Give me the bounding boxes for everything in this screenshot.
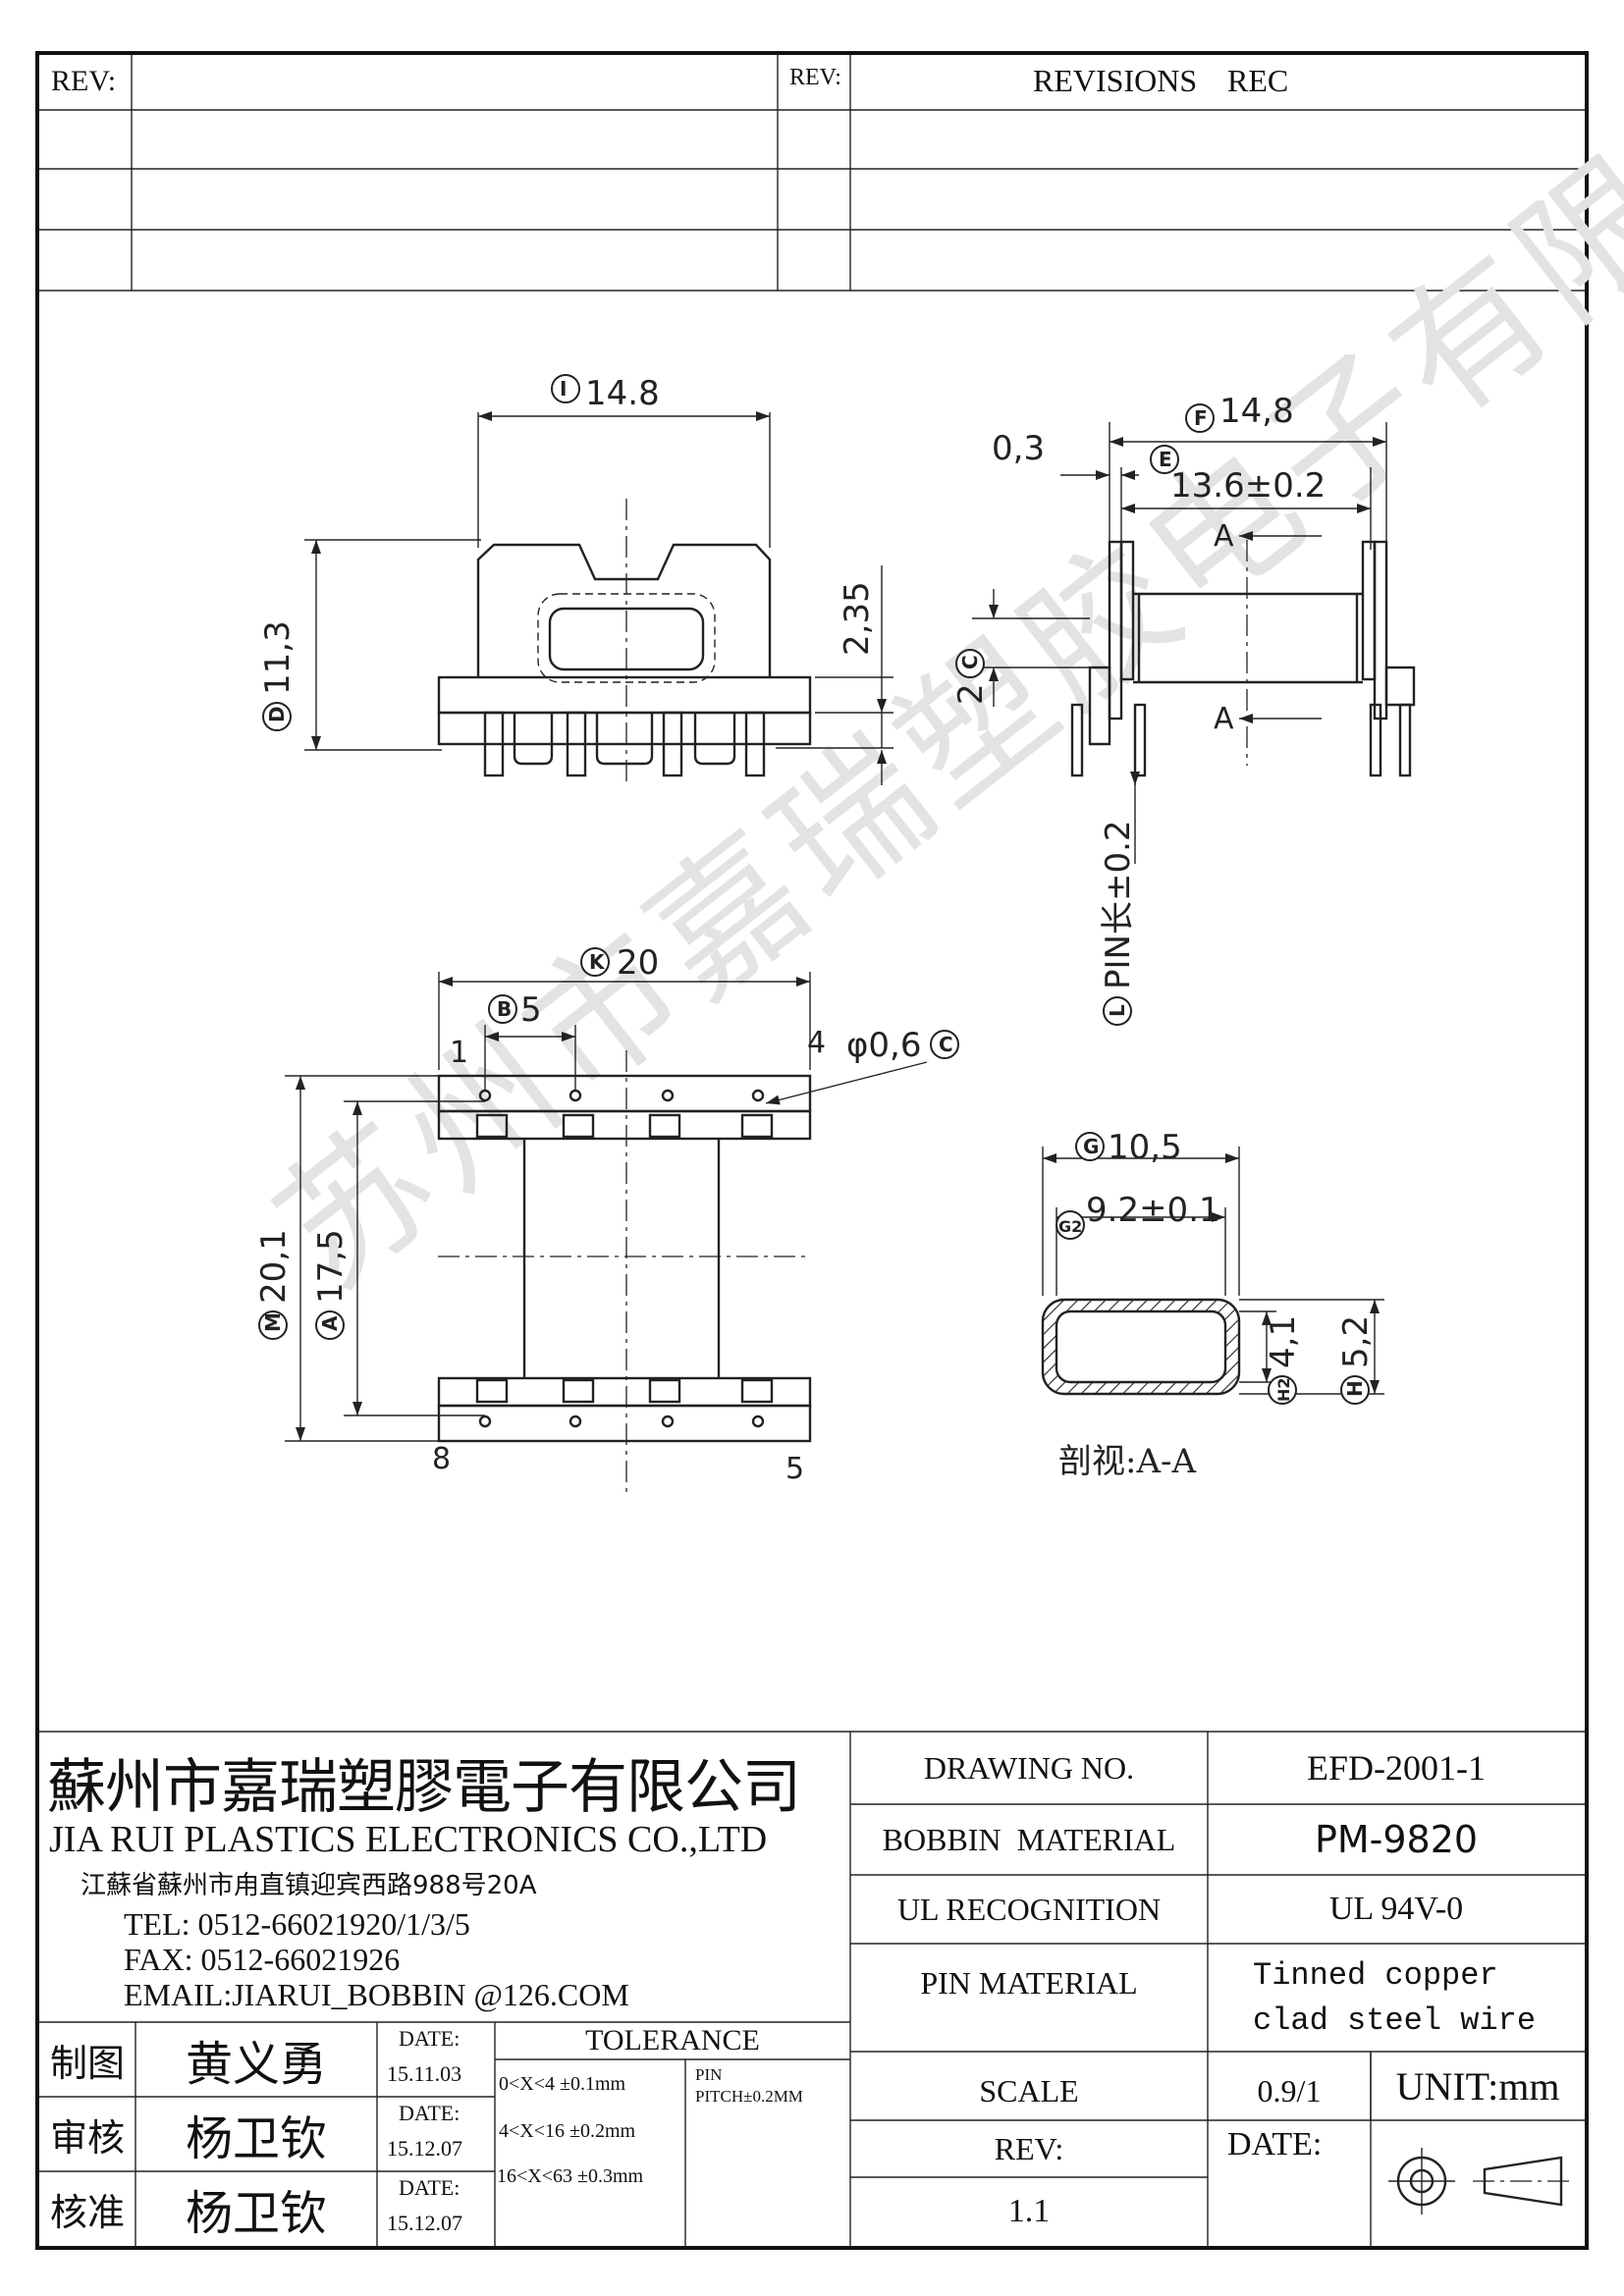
section-caption: 剖视:A-A — [1058, 1442, 1196, 1481]
approved-date-label: DATE: — [399, 2175, 460, 2200]
company-tel: TEL: 0512-66021920/1/3/5 — [124, 1906, 470, 1942]
company-fax: FAX: 0512-66021926 — [124, 1942, 401, 1977]
drawing-no-label: DRAWING NO. — [923, 1749, 1135, 1786]
rec-header: REC — [1227, 63, 1289, 98]
svg-text:F: F — [1194, 406, 1208, 430]
svg-text:H2: H2 — [1274, 1377, 1293, 1402]
svg-text:D: D — [265, 706, 289, 722]
bottom-view: K 20 B 5 1 4 φ0,6 C 8 — [254, 943, 959, 1492]
ul-recognition-label: UL RECOGNITION — [896, 1891, 1162, 1927]
svg-text:B: B — [497, 997, 512, 1021]
section-inner-width: 9.2±0.1 — [1086, 1191, 1220, 1230]
date-label: DATE: — [1227, 2126, 1323, 2163]
side-view: F 14,8 E 13.6±0.2 0,3 A A — [951, 392, 1416, 1026]
side-pin-dim: PIN长±0.2 — [1099, 820, 1138, 989]
pin-label-1: 1 — [450, 1036, 468, 1070]
front-height-dim: 11,3 — [258, 620, 298, 695]
bottom-pitch-dim: 5 — [520, 990, 542, 1030]
svg-text:L: L — [1106, 1004, 1129, 1017]
checked-date: 15.12.07 — [387, 2136, 462, 2161]
company-name-en: JIA RUI PLASTICS ELECTRONICS CO.,LTD — [49, 1819, 768, 1860]
bottom-pin-dia: φ0,6 — [846, 1026, 922, 1065]
section-outer-height: 5,2 — [1336, 1315, 1376, 1368]
svg-text:I: I — [560, 377, 567, 400]
company-name-cn: 蘇州市嘉瑞塑膠電子有限公司 — [47, 1753, 801, 1822]
svg-text:G: G — [1083, 1135, 1099, 1158]
pin-label-4: 4 — [807, 1026, 826, 1060]
pin-material-line-1: Tinned copper — [1253, 1957, 1498, 1994]
tolerance-row-2: 4<X<16 ±0.2mm — [499, 2120, 636, 2142]
svg-text:E: E — [1159, 448, 1172, 471]
checked-date-label: DATE: — [399, 2101, 460, 2125]
svg-text:C: C — [939, 1033, 953, 1056]
ul-recognition: UL 94V-0 — [1328, 1891, 1464, 1927]
projection-symbol-icon — [1388, 2148, 1571, 2215]
scale-value: 0.9/1 — [1257, 2072, 1322, 2109]
pin-material-line-2: clad steel wire — [1253, 2002, 1537, 2039]
tolerance-row-3: 16<X<63 ±0.3mm — [497, 2165, 644, 2187]
pin-label-5: 5 — [785, 1452, 804, 1486]
svg-text:A: A — [318, 1315, 342, 1331]
pin-label-8: 8 — [432, 1442, 451, 1476]
section-mark-top: A — [1214, 519, 1234, 554]
tolerance-header: TOLERANCE — [585, 2024, 760, 2056]
svg-text:G2: G2 — [1058, 1217, 1082, 1236]
company-email: EMAIL:JIARUI_BOBBIN @126.COM — [124, 1977, 629, 2012]
svg-text:H: H — [1343, 1380, 1367, 1397]
drawn-by-name: 黄义勇 — [185, 2037, 327, 2092]
company-address: 江蘇省蘇州市甪直镇迎宾西路988号20A — [81, 1871, 537, 1900]
front-width-dim: 14.8 — [585, 374, 660, 413]
section-mark-bottom: A — [1214, 702, 1234, 736]
section-outer-width: 10,5 — [1108, 1128, 1182, 1167]
side-offset-dim: 0,3 — [992, 429, 1045, 468]
svg-text:K: K — [589, 950, 606, 974]
pin-material-label: PIN MATERIAL — [920, 1964, 1138, 2001]
tolerance-row-1: 0<X<4 ±0.1mm — [499, 2073, 626, 2095]
approved-date: 15.12.07 — [387, 2211, 462, 2235]
technical-drawing: I 14.8 D 11,3 2,35 — [254, 374, 1416, 1492]
checked-by-name: 杨卫钦 — [185, 2111, 327, 2166]
bobbin-material: PM-9820 — [1314, 1818, 1479, 1861]
bottom-height-inner: 17,5 — [311, 1229, 351, 1304]
rev-label: REV: — [994, 2130, 1064, 2166]
drawn-date: 15.11.03 — [387, 2061, 462, 2086]
pin-pitch-label: PIN — [695, 2065, 723, 2084]
bottom-height-outer: 20,1 — [254, 1229, 294, 1304]
rev-label-right: REV: — [789, 65, 841, 90]
front-view: I 14.8 D 11,3 2,35 — [258, 374, 893, 785]
approved-by-name: 杨卫钦 — [185, 2186, 327, 2241]
drawn-date-label: DATE: — [399, 2026, 460, 2051]
revision-table — [39, 55, 1585, 292]
section-view: G 10,5 G2 9.2±0.1 H2 4,1 H 5,2 剖视:A-A — [1041, 1128, 1384, 1481]
revisions-header: REVISIONS — [1033, 63, 1198, 98]
bobbin-material-label: BOBBIN MATERIAL — [882, 1821, 1176, 1857]
unit-label: UNIT:mm — [1395, 2063, 1560, 2109]
checked-by-label: 审核 — [49, 2115, 125, 2160]
section-inner-height: 4,1 — [1264, 1315, 1303, 1368]
bottom-length-dim: 20 — [617, 943, 659, 983]
front-flange-dim: 2,35 — [838, 581, 877, 656]
approved-by-label: 核准 — [49, 2190, 125, 2234]
drawn-by-label: 制图 — [49, 2041, 125, 2085]
scale-label: SCALE — [979, 2072, 1079, 2109]
pin-pitch-value: PITCH±0.2MM — [695, 2087, 803, 2106]
svg-text:M: M — [261, 1312, 285, 1332]
side-overall-dim: 14,8 — [1219, 392, 1294, 431]
svg-text:C: C — [958, 655, 982, 669]
drawing-frame — [35, 51, 1589, 2250]
rev-label-left: REV: — [51, 65, 117, 97]
side-inner-dim: 13.6±0.2 — [1170, 466, 1326, 506]
rev-value: 1.1 — [1007, 2193, 1051, 2229]
side-c-dim: 2 — [951, 683, 991, 705]
drawing-no: EFD-2001-1 — [1307, 1748, 1486, 1788]
